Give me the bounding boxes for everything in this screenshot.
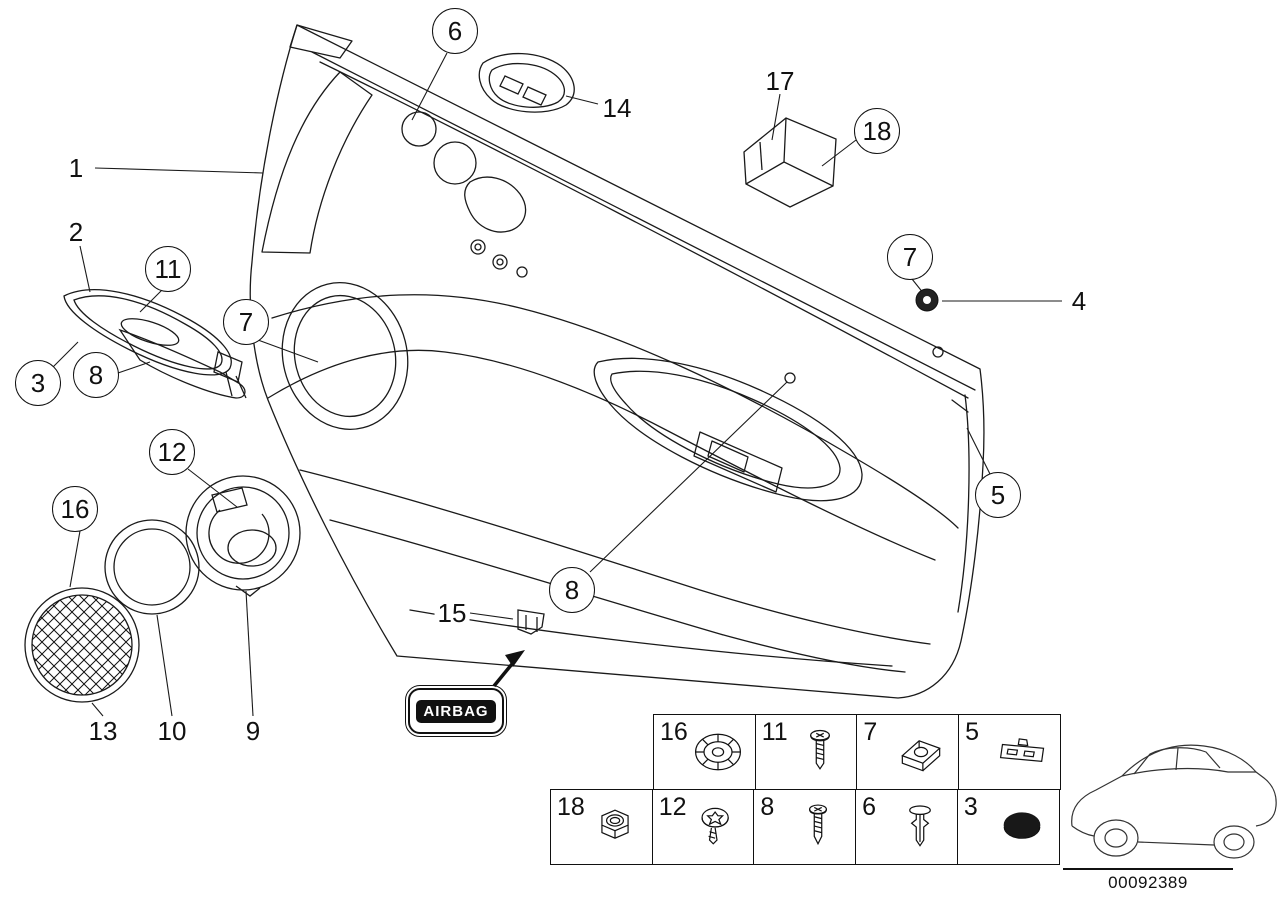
callout-10[interactable]: 10 [154,718,190,744]
callout-3[interactable]: 3 [15,360,61,406]
callout-14[interactable]: 14 [599,95,635,121]
callout-11[interactable]: 11 [145,246,191,292]
speaker-grille-part [24,587,140,703]
legend-row-top: 16 11 7 [653,714,1062,790]
plug-cap-icon [1003,812,1041,839]
callout-1[interactable]: 1 [65,155,87,181]
grommet-part [915,288,939,312]
callout-9[interactable]: 9 [242,718,264,744]
legend-cell-6: 6 [855,788,959,865]
callout-12[interactable]: 12 [149,429,195,475]
legend-cell-label: 18 [557,792,585,821]
legend-cell-label: 8 [760,792,775,821]
legend-cell-8: 8 [753,788,857,865]
legend-cell-3: 3 [956,788,1060,865]
legend-cell-label: 12 [658,792,687,821]
callout-8-center[interactable]: 8 [549,567,595,613]
spring-clip-icon [901,740,942,772]
legend-cell-label: 5 [965,718,980,746]
airbag-badge-label: AIRBAG [416,699,496,723]
callout-6[interactable]: 6 [432,8,478,54]
car-thumbnail [1071,744,1277,859]
callout-8-left[interactable]: 8 [73,352,119,398]
tapping-screw-icon [809,804,828,845]
document-number: 00092389 [1108,873,1188,892]
callout-15[interactable]: 15 [434,600,470,626]
callout-2[interactable]: 2 [65,219,87,245]
callout-4[interactable]: 4 [1068,288,1090,314]
callout-13[interactable]: 13 [85,718,121,744]
legend-cell-label: 11 [761,718,788,746]
door-panel-drawing [249,24,985,699]
callout-17[interactable]: 17 [762,68,798,94]
callout-7-left[interactable]: 7 [223,299,269,345]
footer-divider [1063,868,1233,870]
callout-18[interactable]: 18 [854,108,900,154]
window-switch-part [478,52,575,113]
legend-cell-label: 3 [963,792,978,821]
clip-part-15 [517,609,545,635]
torx-screw-icon [701,807,729,845]
expansion-clip-icon [909,805,931,847]
grommet-washer-icon [694,733,742,771]
legend-cell-12: 12 [651,788,755,865]
airbag-arrow [492,650,525,688]
hex-nut-icon [601,809,629,839]
callout-5[interactable]: 5 [975,472,1021,518]
callout-7-right[interactable]: 7 [887,234,933,280]
legend-cell-18: 18 [550,788,653,865]
bracket-clip-icon [1000,738,1045,762]
fasteners-legend: 16 11 7 [550,714,1062,865]
legend-cell-11: 11 [754,714,858,790]
leader-lines [51,52,1062,717]
legend-cell-label: 7 [863,718,878,746]
speaker-adapter-part [185,475,301,597]
legend-cell-7: 7 [856,714,960,790]
legend-cell-5: 5 [958,714,1062,790]
speaker-ring-part [104,519,200,615]
airbag-badge: AIRBAG [404,684,508,738]
door-pull-trim-part [63,289,247,399]
pan-head-screw-icon [809,729,830,770]
mounting-bracket-part [743,117,837,208]
legend-cell-label: 6 [862,792,877,821]
legend-cell-16: 16 [653,714,756,790]
legend-cell-label: 16 [660,718,688,746]
legend-row-bottom: 18 12 8 [550,788,1061,865]
callout-16[interactable]: 16 [52,486,98,532]
